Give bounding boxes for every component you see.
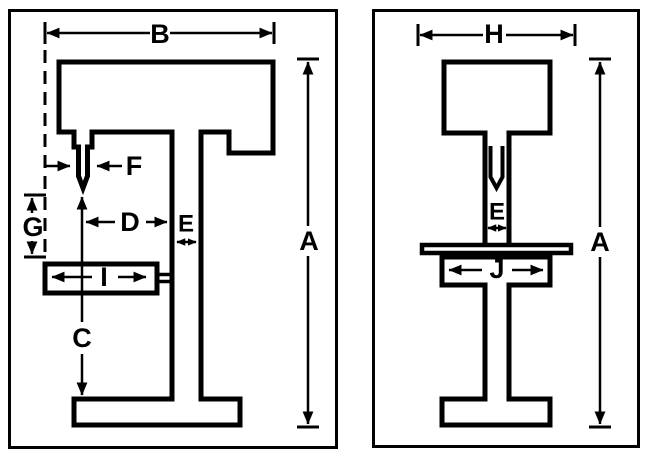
dimension-A-front: A xyxy=(589,57,611,429)
dimension-A-side: A xyxy=(297,57,319,429)
side-view-border xyxy=(8,9,338,449)
dimension-E-front: E xyxy=(487,199,507,232)
dim-label-f: F xyxy=(126,151,143,181)
dim-label-i: I xyxy=(100,262,108,292)
front-view-border xyxy=(372,9,640,448)
dim-label-h: H xyxy=(484,19,504,49)
dim-label-c: C xyxy=(72,323,92,353)
drill-bit-front xyxy=(488,146,505,193)
table-arm xyxy=(157,272,173,284)
dimension-C: C xyxy=(72,196,92,396)
side-view-panel: B A F G C xyxy=(8,9,338,449)
dimension-E-side: E xyxy=(176,211,197,246)
dim-label-j: J xyxy=(489,254,504,284)
dim-label-a-side: A xyxy=(299,226,319,256)
dimension-H: H xyxy=(416,19,577,49)
table-plate-front xyxy=(419,242,574,256)
drill-press-side-outline xyxy=(56,59,276,428)
dimension-I: I xyxy=(51,262,147,292)
dim-label-a-front: A xyxy=(590,227,610,257)
dim-label-e-front: E xyxy=(489,199,505,226)
dim-label-g: G xyxy=(22,212,43,242)
base-front-outline xyxy=(439,254,553,428)
dim-label-d: D xyxy=(120,207,140,237)
dimension-J: J xyxy=(448,254,544,284)
dim-label-e-side: E xyxy=(178,211,194,238)
front-view-panel: H A E J xyxy=(372,9,640,448)
dimension-B: B xyxy=(43,19,276,49)
dimension-G: G xyxy=(22,193,46,259)
dim-label-b: B xyxy=(150,19,170,49)
dimension-F: F xyxy=(46,151,142,181)
dimension-D: D xyxy=(85,207,168,237)
